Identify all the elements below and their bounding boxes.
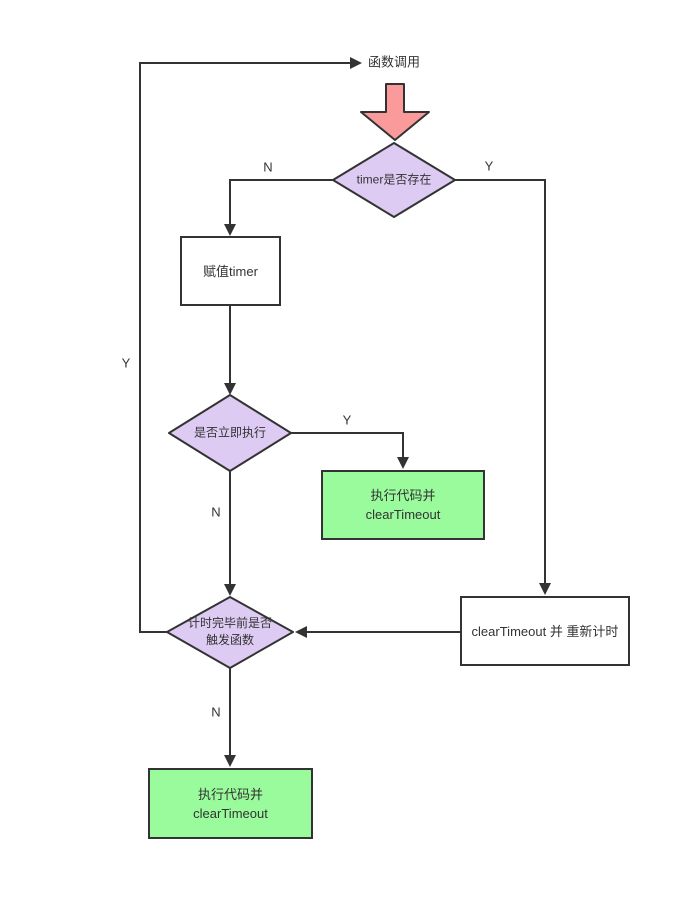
- node-exec-clear-bottom-label: 执行代码并 clearTimeout: [193, 786, 268, 821]
- arrowhead-to-immediate-exec: [224, 383, 236, 395]
- edge-timer-exists-yes: [455, 179, 546, 585]
- edge-label-immediate-exec-yes: Y: [342, 412, 352, 428]
- node-exec-clear-top: 执行代码并 clearTimeout: [321, 470, 485, 540]
- edge-label-immediate-exec-no: N: [211, 504, 221, 520]
- arrowhead-into-triggered-right: [295, 626, 307, 638]
- arrowhead-to-exec-clear-top: [397, 457, 409, 469]
- arrowhead-to-triggered-decision: [224, 584, 236, 596]
- arrowhead-to-clear-restart: [539, 583, 551, 595]
- arrowhead-loop-to-start: [350, 57, 362, 69]
- node-exec-clear-bottom: 执行代码并 clearTimeout: [148, 768, 313, 839]
- edge-label-timer-exists-yes: Y: [484, 158, 494, 174]
- decision-timer-exists-shape: [332, 142, 456, 218]
- edge-label-timer-exists-no: N: [263, 159, 273, 175]
- node-clear-and-restart: clearTimeout 并 重新计时: [460, 596, 630, 666]
- node-clear-and-restart-label: clearTimeout 并 重新计时: [471, 623, 619, 639]
- node-exec-clear-top-label: 执行代码并 clearTimeout: [365, 488, 441, 522]
- decision-immediate-exec-label: 是否立即执行: [193, 425, 267, 440]
- decision-timer-exists-label: timer是否存在: [356, 172, 432, 187]
- edge-triggered-yes-loop: [139, 62, 350, 633]
- edge-label-triggered-loop-yes: Y: [121, 355, 131, 371]
- node-assign-timer: 赋值timer: [180, 236, 281, 306]
- arrowhead-to-exec-clear-bottom: [224, 755, 236, 767]
- edge-timer-exists-no: [229, 179, 333, 226]
- node-assign-timer-label: 赋值timer: [203, 263, 258, 279]
- decision-triggered-before-end-label: 计时完毕前是否 触发函数: [187, 616, 273, 647]
- edge-immediate-yes: [291, 432, 404, 459]
- edge-label-triggered-no: N: [211, 704, 221, 720]
- arrowhead-to-assign-timer: [224, 224, 236, 236]
- start-big-arrow-icon: [360, 83, 430, 141]
- start-node-label: 函数调用: [367, 54, 421, 70]
